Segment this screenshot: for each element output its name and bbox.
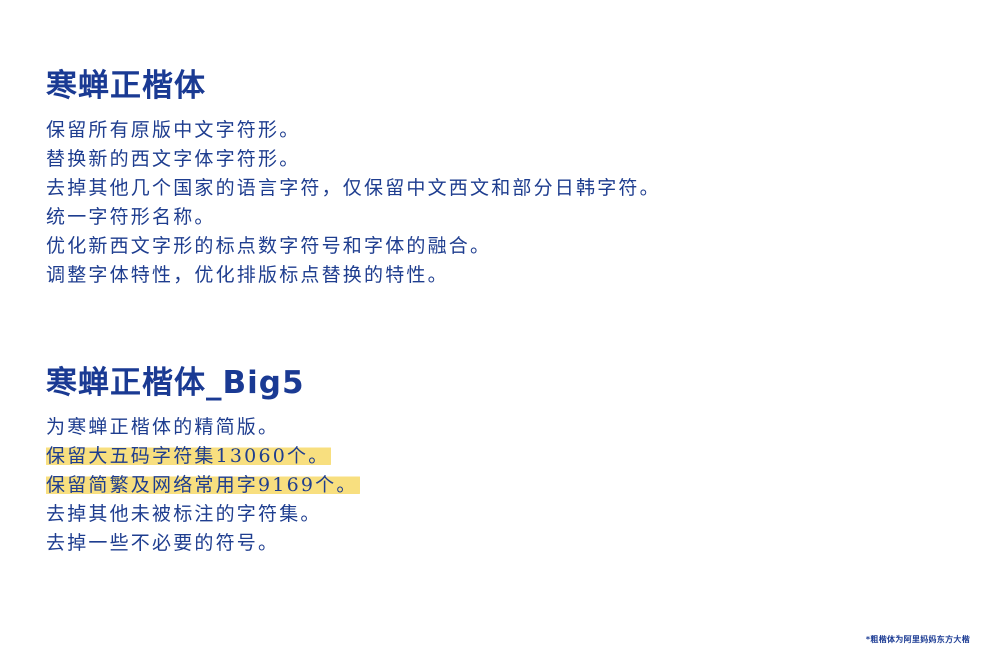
list-item-text: 统一字符形名称。 <box>46 206 216 228</box>
section-title: 寒蝉正楷体_Big5 <box>46 365 305 401</box>
highlighted-text: 保留简繁及网络常用字9169个。 <box>46 474 360 496</box>
footnote: *粗楷体为阿里妈妈东方大楷 <box>865 635 970 644</box>
list-item: 调整字体特性，优化排版标点替换的特性。 <box>46 261 661 290</box>
list-item: 去掉其他几个国家的语言字符，仅保留中文西文和部分日韩字符。 <box>46 174 661 203</box>
section-hanchan-zhengkai-big5: 寒蝉正楷体_Big5 为寒蝉正楷体的精简版。 保留大五码字符集13060个。 保… <box>46 363 360 558</box>
list-item-text: 优化新西文字形的标点数字符号和字体的融合。 <box>46 235 492 257</box>
list-item: 统一字符形名称。 <box>46 203 661 232</box>
list-item: 优化新西文字形的标点数字符号和字体的融合。 <box>46 232 661 261</box>
list-item-text: 去掉其他未被标注的字符集。 <box>46 503 322 525</box>
list-item: 为寒蝉正楷体的精简版。 <box>46 413 360 442</box>
list-item: 保留所有原版中文字符形。 <box>46 116 661 145</box>
section-title: 寒蝉正楷体 <box>46 68 206 104</box>
feature-list: 保留所有原版中文字符形。 替换新的西文字体字符形。 去掉其他几个国家的语言字符，… <box>46 116 661 290</box>
list-item-highlighted: 保留大五码字符集13060个。 <box>46 442 360 471</box>
list-item-text: 调整字体特性，优化排版标点替换的特性。 <box>46 264 449 286</box>
list-item-text: 去掉其他几个国家的语言字符，仅保留中文西文和部分日韩字符。 <box>46 177 661 199</box>
list-item: 去掉一些不必要的符号。 <box>46 529 360 558</box>
list-item-highlighted: 保留简繁及网络常用字9169个。 <box>46 471 360 500</box>
list-item: 替换新的西文字体字符形。 <box>46 145 661 174</box>
highlighted-text: 保留大五码字符集13060个。 <box>46 445 332 467</box>
list-item-text: 保留所有原版中文字符形。 <box>46 119 301 141</box>
section-hanchan-zhengkai: 寒蝉正楷体 保留所有原版中文字符形。 替换新的西文字体字符形。 去掉其他几个国家… <box>46 66 661 290</box>
list-item-text: 为寒蝉正楷体的精简版。 <box>46 416 280 438</box>
list-item-text: 去掉一些不必要的符号。 <box>46 532 280 554</box>
feature-list: 为寒蝉正楷体的精简版。 保留大五码字符集13060个。 保留简繁及网络常用字91… <box>46 413 360 558</box>
list-item: 去掉其他未被标注的字符集。 <box>46 500 360 529</box>
list-item-text: 替换新的西文字体字符形。 <box>46 148 301 170</box>
